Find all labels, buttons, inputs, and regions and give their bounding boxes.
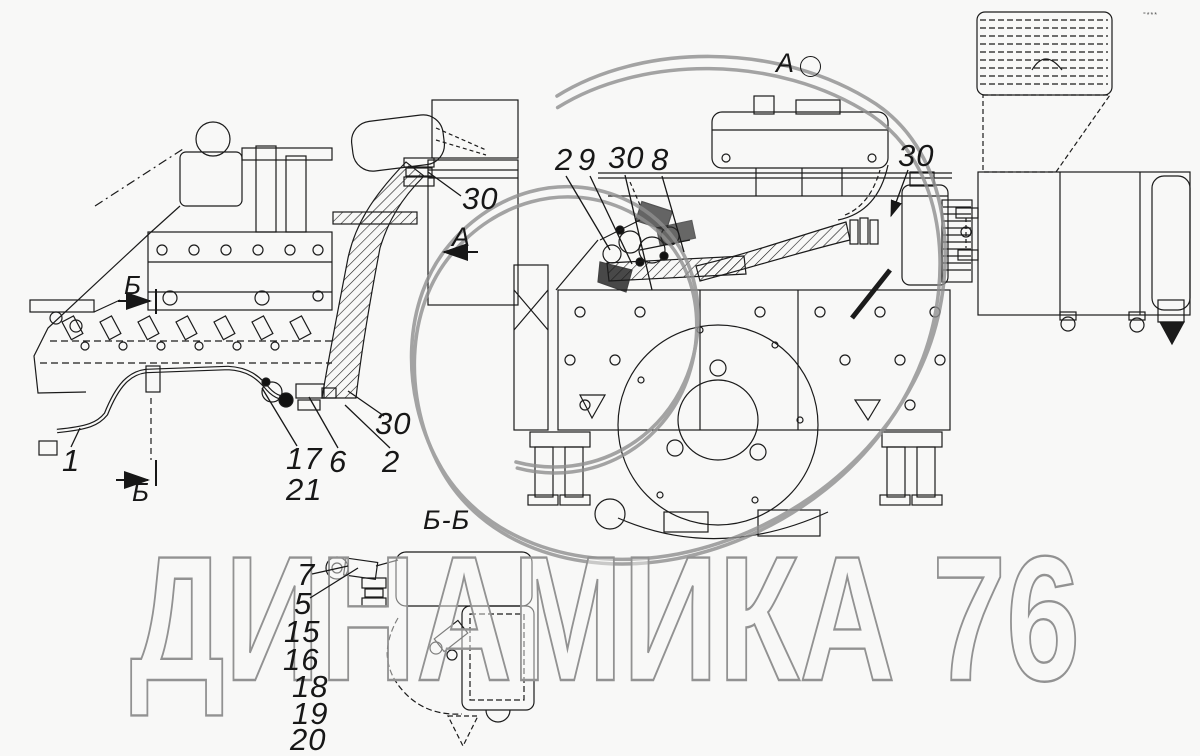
dipstick-rod (850, 268, 892, 320)
front-engine-view (513, 95, 973, 540)
cleaner-body (977, 171, 1191, 316)
top-bar (241, 147, 333, 161)
corner-mark: °*** (1143, 12, 1158, 19)
callout-15: 15 (284, 614, 321, 649)
section-b-top-label: Б (124, 270, 142, 300)
engine-block (557, 289, 951, 431)
cylinder-head (147, 231, 333, 311)
callout-30-elbow: 30 (375, 406, 412, 441)
ribbed-cap (976, 11, 1113, 96)
head-bolts (156, 244, 324, 306)
foot-arc (485, 709, 511, 723)
pipe-stub (285, 155, 307, 233)
engine-mount-right (879, 431, 943, 506)
coolant-hose-right (695, 221, 851, 282)
callout-6: 6 (329, 444, 348, 479)
spout-outline (447, 715, 479, 748)
callout-19: 19 (292, 696, 329, 731)
valve-cover (179, 151, 243, 207)
intake-funnel (982, 94, 1112, 173)
cover-edge (149, 205, 181, 234)
section-b-top-arrow (118, 289, 157, 314)
left-channel (513, 239, 599, 431)
cap-ribs (980, 19, 1108, 85)
angled-fitting (433, 619, 469, 653)
callout-8-top: 8 (651, 142, 670, 177)
bracket-plate (395, 551, 533, 607)
injector-row (40, 315, 332, 364)
callout-30-hose-right: 30 (898, 138, 935, 173)
v-mark (579, 394, 607, 420)
bracket-lower (461, 605, 535, 711)
banjo-ring (325, 556, 349, 580)
watermark-text: ДИНАМИКА 76 (130, 519, 1080, 718)
watermark-swirl (409, 54, 947, 566)
tube-end-fitting (38, 440, 58, 456)
section-b-bottom-arrow (116, 460, 157, 489)
callout-5: 5 (294, 586, 313, 621)
block-bolts (564, 306, 946, 411)
hose-top-fitting (403, 157, 435, 187)
cap-handle (1031, 58, 1063, 71)
intake-cap (711, 111, 889, 169)
flywheel-housing (617, 324, 819, 526)
side-bracket (955, 207, 979, 261)
coolant-hose-left (321, 161, 425, 399)
callout-18: 18 (292, 669, 329, 704)
detail-a-label: А (776, 48, 796, 78)
callout-1-drain-tube: 1 (62, 443, 81, 478)
callout-16: 16 (283, 642, 320, 677)
callout-20: 20 (290, 722, 327, 756)
detail-a-circle-icon (800, 56, 821, 77)
oil-pan (594, 498, 829, 540)
compressor-circle (195, 121, 231, 157)
callout-2-elbow: 2 (382, 444, 401, 479)
engine-front-outline (33, 232, 151, 394)
left-engine-view (29, 99, 519, 460)
callout-30-top: 30 (608, 140, 645, 175)
air-cleaner-view (955, 11, 1191, 346)
callout-30-hose-left: 30 (462, 181, 499, 216)
section-bb-title: Б-Б (423, 505, 471, 535)
fuel-drain-tube (38, 365, 293, 460)
casters (1059, 311, 1146, 333)
section-b-bottom-label: Б (132, 477, 150, 507)
callout-leader-lines (70, 169, 909, 599)
v-mark (853, 399, 882, 422)
view-a-label: А (452, 222, 472, 252)
callout-2-top: 2 (555, 142, 574, 177)
construction-line (94, 148, 184, 207)
tube-clamp (145, 365, 161, 393)
callout-7: 7 (297, 557, 316, 592)
dust-spout (1157, 299, 1186, 346)
callout-17: 17 (286, 441, 323, 476)
callout-21: 21 (286, 472, 323, 507)
hose-right-fitting (837, 164, 889, 245)
front-bracket-cluster (29, 299, 121, 333)
ribbed-bellows (941, 199, 973, 283)
pipe-stub (255, 145, 277, 233)
callout-9-top: 9 (578, 142, 597, 177)
